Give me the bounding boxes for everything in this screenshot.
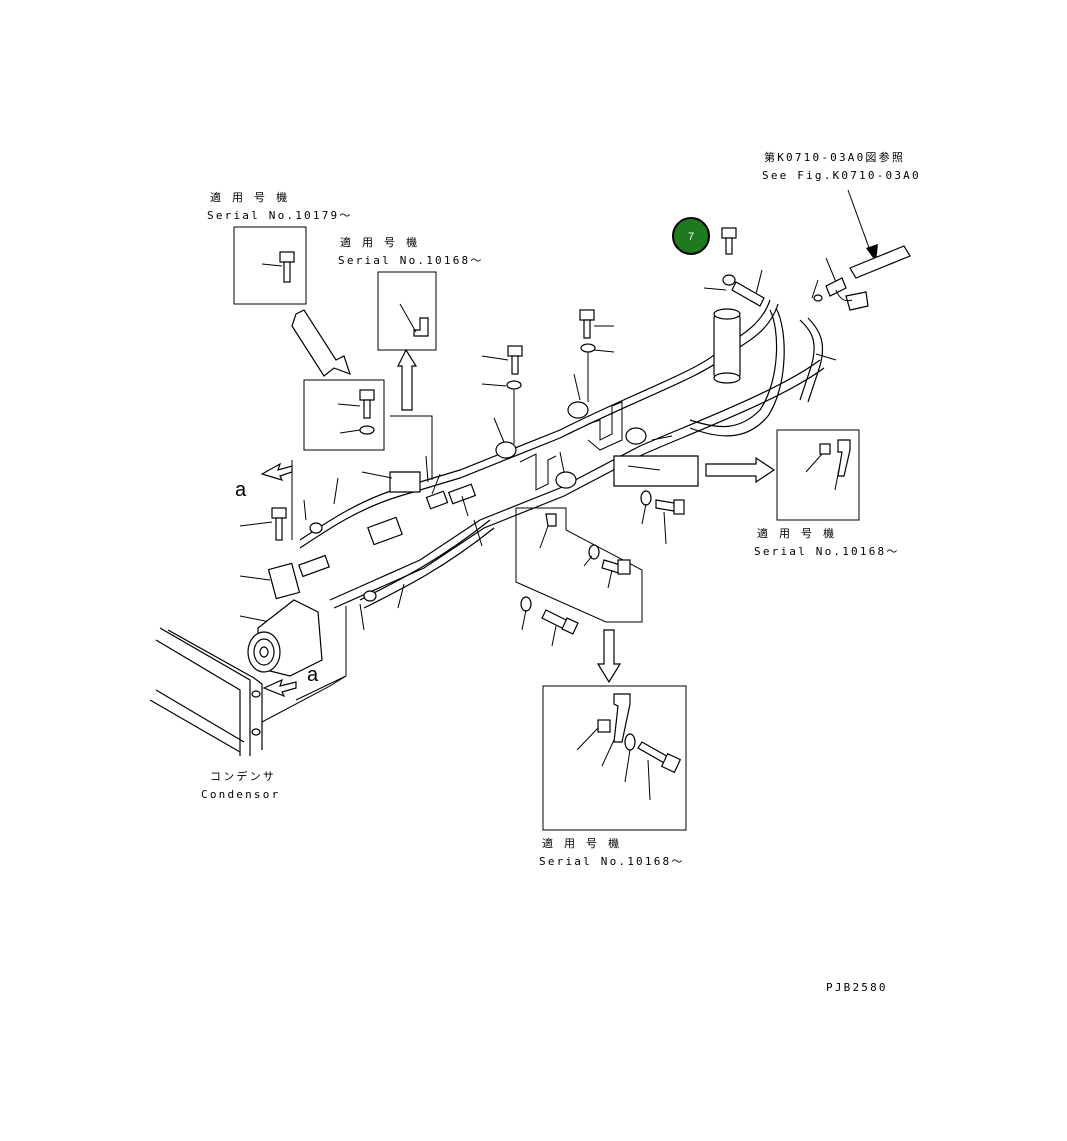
bolt-icon — [579, 309, 615, 402]
callout-number: 7 — [688, 231, 694, 243]
condenser-en-label: Condensor — [201, 788, 280, 801]
bolt-icon — [520, 596, 579, 647]
compressor — [247, 562, 323, 677]
arrow-right-icon — [705, 456, 776, 484]
view-a-label-bottom: a — [307, 664, 319, 686]
callout-circle — [672, 217, 710, 255]
arrow-up-icon — [397, 348, 418, 411]
bolt-icon — [637, 741, 682, 801]
clamp-icon — [399, 303, 429, 337]
detail-box-serial-10179 — [233, 226, 307, 305]
clamp-icon — [601, 693, 631, 767]
drawing-number: PJB2580 — [826, 981, 888, 994]
leader-lines — [239, 257, 837, 701]
arrow-down-icon — [596, 629, 622, 684]
bolt-icon — [539, 513, 631, 589]
bolt-icon — [337, 389, 375, 419]
washer-icon — [624, 733, 636, 783]
condenser — [149, 627, 347, 756]
applicable-label-3: 適 用 号 機 — [757, 526, 836, 540]
pipe-clamp-icon — [495, 401, 647, 489]
applicable-label-2: 適 用 号 機 — [340, 235, 419, 249]
refrigerant-hoses — [299, 299, 825, 609]
arrow-up-left-icon — [291, 309, 351, 377]
clamp-icon — [834, 439, 851, 491]
view-a-label-top: a — [235, 479, 247, 501]
callout-marker-7[interactable]: 7 — [672, 217, 710, 255]
hose-fitting-icon — [298, 483, 477, 602]
detail-box-bolt-washer — [303, 379, 385, 451]
serial-label-10168-c: Serial No.10168～ — [539, 855, 685, 868]
applicable-label-1: 適 用 号 機 — [210, 190, 289, 204]
see-fig-jp-label: 第K0710-03A0図参照 — [764, 150, 905, 164]
serial-label-10168-b: Serial No.10168～ — [754, 545, 900, 558]
bolt-icon — [261, 251, 295, 283]
bolt-icon — [481, 345, 523, 444]
serial-label-10168-a: Serial No.10168～ — [338, 254, 484, 267]
reference-leader — [847, 189, 878, 262]
detail-box-serial-10168-lower — [542, 685, 687, 831]
view-arrow-icon — [262, 678, 297, 698]
view-arrow-icon — [260, 460, 293, 540]
pressure-sensor — [813, 245, 911, 311]
collar-icon — [576, 719, 611, 751]
receiver-drier — [713, 308, 741, 384]
pressure-switch — [721, 227, 765, 307]
applicable-label-4: 適 用 号 機 — [542, 836, 621, 850]
serial-label-10179: Serial No.10179～ — [207, 209, 353, 222]
bracket-detail-outline — [515, 507, 643, 623]
bracket-icon — [389, 401, 699, 493]
see-fig-en-label: See Fig.K0710-03A0 — [762, 169, 921, 182]
condenser-jp-label: コンデンサ — [210, 769, 276, 783]
collar-icon — [805, 443, 831, 473]
washer-icon — [339, 425, 375, 435]
detail-box-serial-10168-right — [776, 429, 860, 521]
bolt-icon — [640, 490, 685, 545]
detail-box-serial-10168-upper — [377, 271, 437, 351]
bolt-icon — [239, 507, 287, 541]
